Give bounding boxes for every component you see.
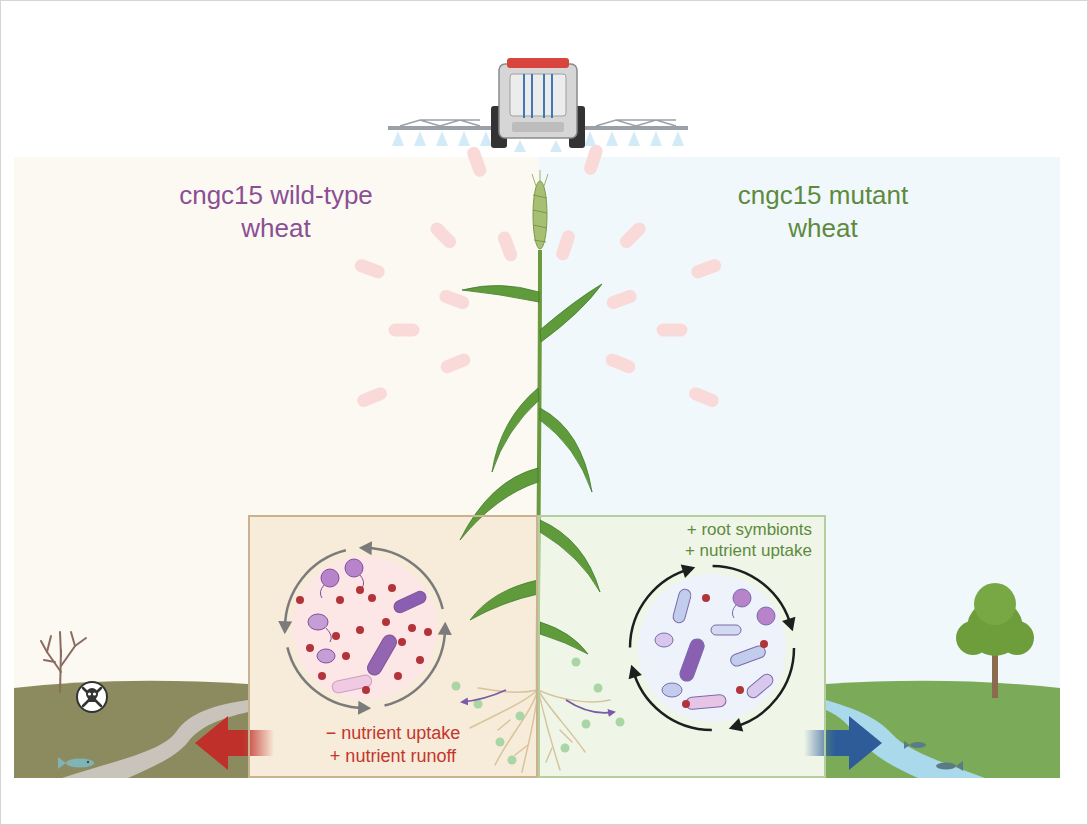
outcome-text: + root symbionts xyxy=(620,519,812,540)
outcome-text: − nutrient uptake xyxy=(256,722,530,745)
exudate-arrow xyxy=(566,700,614,713)
wild-type-microbiome xyxy=(278,541,453,716)
right-panel-fill xyxy=(538,157,1060,778)
condition-panel: cngc15 mutant wheat + root symbionts+ nut… xyxy=(538,157,1060,778)
runoff-arrow xyxy=(195,716,274,770)
dead-fish xyxy=(58,757,94,769)
left-panel-fill xyxy=(14,157,538,778)
fish xyxy=(904,741,963,771)
roots xyxy=(470,688,610,772)
panel-heading: cngc15 wild-type wheat xyxy=(156,179,396,245)
wheat-plant xyxy=(460,170,610,772)
exudate-arrow xyxy=(462,690,506,702)
right-box-fill xyxy=(538,515,826,778)
skull-icon xyxy=(77,682,107,712)
mutant-microbiome xyxy=(625,561,800,736)
tractor-sprayer xyxy=(388,58,688,152)
panel-heading: cngc15 mutant wheat xyxy=(703,179,943,245)
clean-water-arrow xyxy=(804,716,882,770)
outcome-box: + root symbionts+ nutrient uptake xyxy=(538,515,826,778)
condition-panel: cngc15 wild-type wheat − nutrient uptake+… xyxy=(14,157,538,778)
outcome-text: + nutrient uptake xyxy=(620,540,812,561)
left-box-fill xyxy=(248,515,538,778)
outcome-box: − nutrient uptake+ nutrient runoff xyxy=(248,515,538,778)
green-tree xyxy=(956,583,1034,698)
outcome-text: + nutrient runoff xyxy=(256,745,530,768)
dead-tree xyxy=(41,632,86,692)
